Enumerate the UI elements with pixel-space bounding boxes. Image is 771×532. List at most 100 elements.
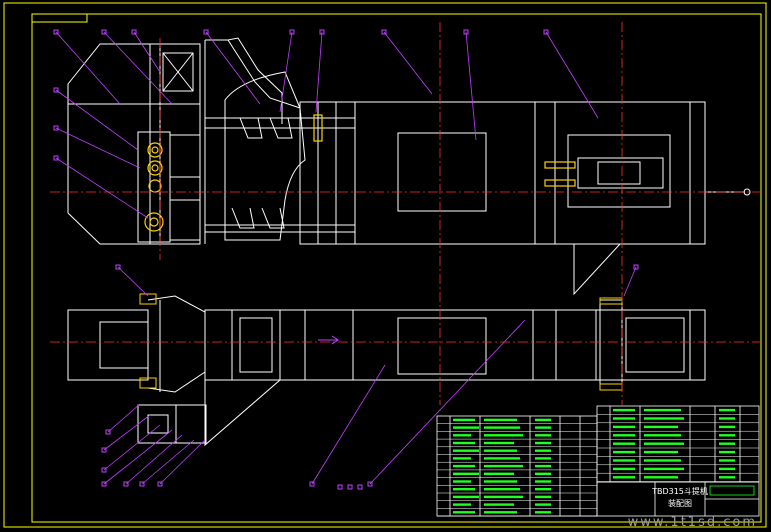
bom-right-cell-mark: [719, 425, 735, 429]
bom-left-cell-mark: [484, 488, 520, 491]
bom-left-cell-mark: [453, 434, 471, 437]
bom-left-cell-mark: [484, 503, 514, 506]
part-balloon-25: [357, 484, 363, 490]
part-balloon-5: [53, 125, 59, 131]
bom-left-cell-mark: [484, 464, 523, 468]
part-balloon-23: [337, 484, 343, 490]
bom-left-cell-mark: [453, 495, 479, 499]
bom-right-cell-mark: [719, 408, 735, 412]
bom-left-cell-mark: [535, 488, 551, 491]
bom-right-cell-mark: [644, 442, 684, 445]
bom-left-cell-mark: [453, 503, 471, 506]
bom-rows: [437, 408, 759, 517]
watermark: www.1t1sd.com: [627, 515, 757, 530]
bom-left-cell-mark: [535, 449, 551, 452]
bom-right-cell-mark: [644, 417, 684, 420]
part-balloon-2: [101, 29, 107, 35]
bom-left-cell-mark: [535, 495, 551, 499]
part-balloon-1: [53, 29, 59, 35]
centerlines: [50, 22, 760, 405]
arrow-marker: [318, 335, 339, 345]
drive-assembly: [144, 114, 576, 232]
part-balloon-24: [347, 484, 353, 490]
bom-right-cell-mark: [613, 467, 635, 471]
leader-lines: [55, 31, 637, 485]
part-balloon-26: [367, 481, 373, 487]
bom-left-cell-mark: [484, 441, 514, 445]
bom-right-cell-mark: [644, 434, 681, 437]
part-balloon-21: [157, 481, 163, 487]
title-block: [596, 481, 760, 517]
title-block-name: TBD315斗提机: [651, 486, 708, 496]
bom-right-cell-mark: [613, 417, 635, 420]
bom-left-cell-mark: [453, 426, 479, 429]
bom-left-cell-mark: [484, 457, 520, 460]
bom-right-cell-mark: [613, 425, 635, 429]
bom-left-cell-mark: [535, 457, 551, 460]
bom-left-cell-mark: [484, 511, 517, 514]
part-balloon-13: [115, 264, 121, 270]
part-balloon-14: [633, 264, 639, 270]
part-balloon-10: [381, 29, 387, 35]
part-balloon-4: [53, 87, 59, 93]
bom-left-cell-mark: [535, 480, 551, 483]
bom-left-cell-mark: [453, 457, 471, 460]
bom-left-cell-mark: [484, 480, 517, 483]
bom-left-cell-mark: [535, 426, 551, 429]
bom-right-cell-mark: [719, 434, 735, 437]
bom-left-cell-mark: [484, 434, 523, 437]
bom-right-cell-mark: [644, 476, 678, 479]
front-view: [67, 37, 751, 296]
part-balloon-3: [131, 29, 137, 35]
bom-left-cell-mark: [453, 480, 471, 483]
bom-right-cell-mark: [613, 434, 635, 437]
part-balloon-7: [203, 29, 209, 35]
bom-right-cell-mark: [644, 459, 681, 462]
part-balloon-20: [139, 481, 145, 487]
bom-left-cell-mark: [484, 472, 514, 475]
bom-left-cell-mark: [484, 426, 520, 429]
part-balloon-9: [319, 29, 325, 35]
bom-right-cell-mark: [719, 467, 735, 471]
bom-right-cell-mark: [613, 442, 635, 445]
bom-right-cell-mark: [719, 442, 735, 445]
bom-right-cell-mark: [644, 408, 681, 412]
title-block-subtitle: 装配图: [668, 498, 692, 508]
part-balloons: [53, 29, 639, 490]
bom-left-cell-mark: [453, 449, 479, 452]
bom-left-cell-mark: [535, 441, 551, 445]
part-balloon-8: [289, 29, 295, 35]
part-balloon-17: [101, 467, 107, 473]
bom-right-cell-mark: [719, 417, 735, 420]
bom-right-cell-mark: [613, 408, 635, 412]
head-hood-outline: [67, 43, 201, 245]
bom-left-cell-mark: [535, 418, 551, 422]
bom-right-cell-mark: [644, 425, 678, 429]
bom-right-cell-mark: [613, 476, 635, 479]
bom-left-cell-mark: [453, 511, 475, 514]
bom-left-cell-mark: [453, 441, 475, 445]
bom-right-cell-mark: [644, 467, 684, 471]
bom-left-cell-mark: [453, 418, 475, 422]
part-balloon-16: [101, 447, 107, 453]
bom-left-cell-mark: [484, 449, 517, 452]
bom-right-cell-mark: [719, 450, 735, 454]
bom-right-cell-mark: [613, 450, 635, 454]
bom-right-cell-mark: [719, 476, 735, 479]
bom-left-cell-mark: [453, 488, 475, 491]
bom-right-cell-mark: [719, 459, 735, 462]
part-balloon-12: [543, 29, 549, 35]
bom-left-cell-mark: [535, 434, 551, 437]
part-balloon-11: [463, 29, 469, 35]
bom-left-cell-mark: [453, 472, 479, 475]
bom-left-cell-mark: [535, 464, 551, 468]
part-balloon-19: [123, 481, 129, 487]
bom-left-cell-mark: [453, 464, 475, 468]
bom-left-cell-mark: [484, 495, 523, 499]
bom-left-cell-mark: [484, 418, 517, 422]
part-balloon-15: [105, 429, 111, 435]
part-balloon-18: [101, 481, 107, 487]
part-balloon-6: [53, 155, 59, 161]
